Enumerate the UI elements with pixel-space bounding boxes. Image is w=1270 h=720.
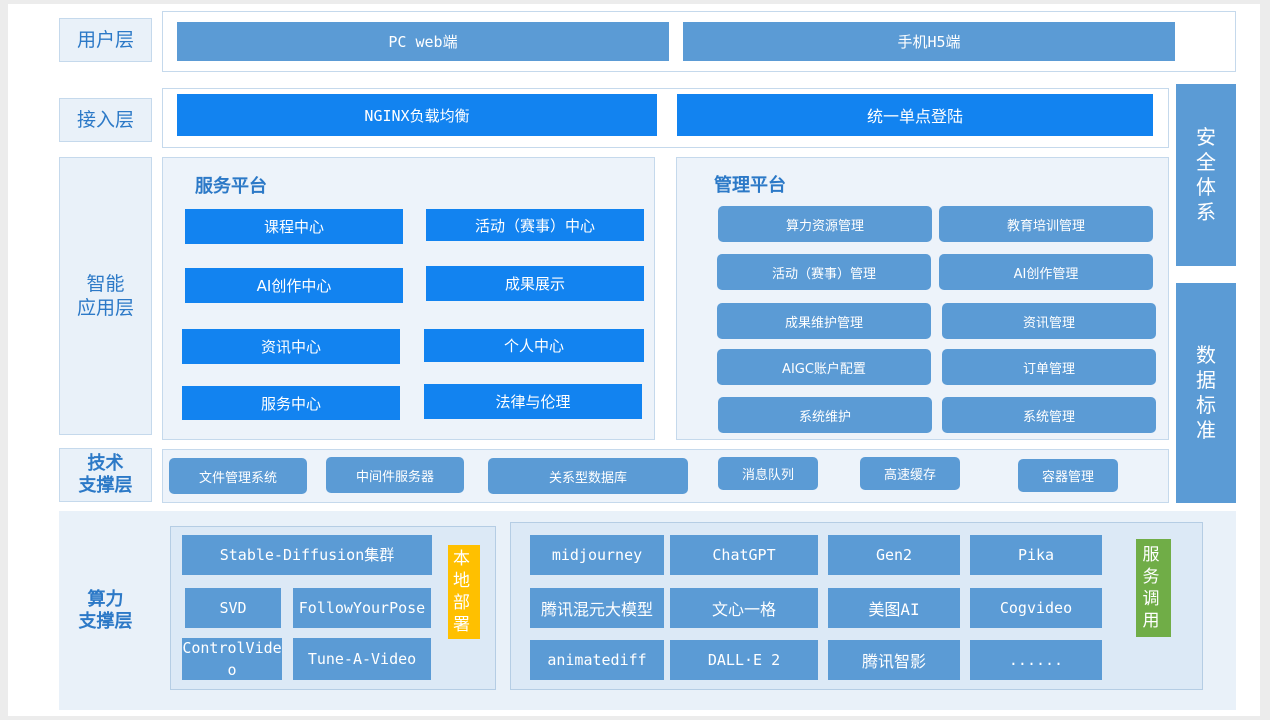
remote-model-item: Cogvideo — [970, 588, 1102, 628]
management-item: 系统管理 — [942, 397, 1156, 433]
service-item: 资讯中心 — [182, 329, 400, 364]
architecture-diagram: 用户层 接入层 智能 应用层 技术 支撑层 算力 支撑层 PC web端 手机H… — [8, 4, 1260, 716]
local-model-item: FollowYourPose — [293, 588, 431, 628]
management-item: 订单管理 — [942, 349, 1156, 385]
pc-web-box: PC web端 — [177, 22, 669, 61]
service-item: 服务中心 — [182, 386, 400, 420]
service-item: 成果展示 — [426, 266, 644, 301]
tech-support-item: 容器管理 — [1018, 459, 1118, 492]
tech-support-item: 中间件服务器 — [326, 457, 464, 493]
service-call-label: 服务调用 — [1136, 539, 1171, 637]
service-item: 课程中心 — [185, 209, 403, 244]
management-item: 教育培训管理 — [939, 206, 1153, 242]
data-standard-column: 数据标准 — [1176, 283, 1236, 503]
remote-model-item: DALL·E 2 — [670, 640, 818, 680]
remote-model-item: Gen2 — [828, 535, 960, 575]
tech-support-item: 消息队列 — [718, 457, 818, 490]
local-model-item: Tune-A-Video — [293, 638, 431, 680]
sso-box: 统一单点登陆 — [677, 94, 1153, 136]
remote-model-item: 腾讯混元大模型 — [530, 588, 664, 628]
management-item: AI创作管理 — [939, 254, 1153, 290]
management-item: 资讯管理 — [942, 303, 1156, 339]
layer-label-app: 智能 应用层 — [59, 157, 152, 435]
tech-support-item: 高速缓存 — [860, 457, 960, 490]
management-platform-title: 管理平台 — [714, 175, 786, 196]
service-item: 个人中心 — [424, 329, 644, 362]
remote-model-item: 美图AI — [828, 588, 960, 628]
tech-support-item: 关系型数据库 — [488, 458, 688, 494]
management-platform-panel — [676, 157, 1169, 440]
security-system-column: 安全体系 — [1176, 84, 1236, 266]
remote-model-item: 文心一格 — [670, 588, 818, 628]
service-platform-title: 服务平台 — [195, 176, 267, 197]
remote-model-item: ChatGPT — [670, 535, 818, 575]
remote-model-item: 腾讯智影 — [828, 640, 960, 680]
management-item: 算力资源管理 — [718, 206, 932, 242]
layer-label-tech: 技术 支撑层 — [59, 448, 152, 502]
layer-label-user: 用户层 — [59, 18, 152, 62]
local-deploy-label: 本地部署 — [448, 545, 480, 639]
layer-label-compute-text: 算力 支撑层 — [78, 588, 133, 632]
mobile-h5-box: 手机H5端 — [683, 22, 1175, 61]
management-item: 成果维护管理 — [717, 303, 931, 339]
service-item: 活动（赛事）中心 — [426, 209, 644, 241]
management-item: AIGC账户配置 — [717, 349, 931, 385]
nginx-box: NGINX负载均衡 — [177, 94, 657, 136]
remote-model-item: animatediff — [530, 640, 664, 680]
local-model-item: Stable-Diffusion集群 — [182, 535, 432, 575]
tech-support-item: 文件管理系统 — [169, 458, 307, 494]
remote-model-item: Pika — [970, 535, 1102, 575]
service-item: 法律与伦理 — [424, 384, 642, 419]
service-item: AI创作中心 — [185, 268, 403, 303]
local-model-item: ControlVideo — [182, 638, 282, 680]
management-item: 活动（赛事）管理 — [717, 254, 931, 290]
layer-label-access: 接入层 — [59, 98, 152, 142]
management-item: 系统维护 — [718, 397, 932, 433]
remote-model-item: midjourney — [530, 535, 664, 575]
remote-model-item: ...... — [970, 640, 1102, 680]
local-model-item: SVD — [185, 588, 281, 628]
